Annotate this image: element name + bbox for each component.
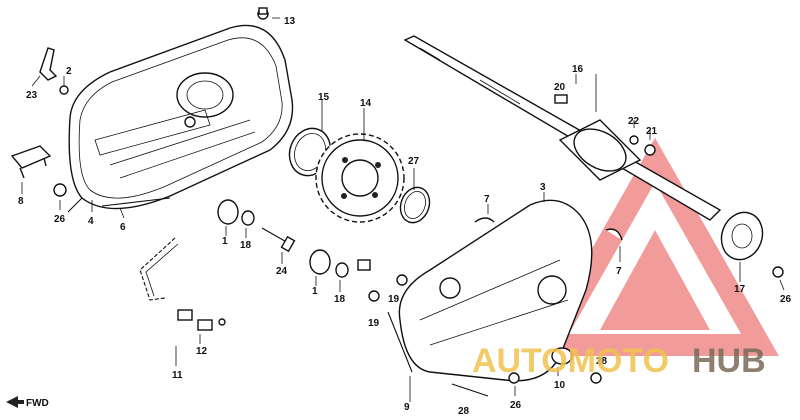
callout-14: 14 xyxy=(360,98,372,109)
nut-21 xyxy=(644,144,656,156)
nut-2 xyxy=(59,85,69,95)
callout-22: 22 xyxy=(628,116,640,127)
watermark-text-b: HUB xyxy=(692,342,766,380)
callout-labels: 13 2 23 8 26 4 6 15 14 27 1 18 24 11 12 … xyxy=(18,16,792,417)
callout-13: 13 xyxy=(284,16,296,27)
callout-1-lower: 1 xyxy=(312,286,318,297)
bushing-1-lower xyxy=(309,249,371,278)
bolt-26-right xyxy=(772,266,784,278)
callout-6: 6 xyxy=(120,222,126,233)
callout-23: 23 xyxy=(26,90,38,101)
fwd-arrow xyxy=(6,396,24,408)
watermark-text: AUTOMOTO HUB xyxy=(472,342,766,380)
chain-case-inner xyxy=(398,199,593,382)
bolt-28 xyxy=(451,383,489,397)
callout-28-bolt: 28 xyxy=(458,406,470,417)
callout-11: 11 xyxy=(172,370,183,381)
callout-12: 12 xyxy=(196,346,208,357)
strip-9 xyxy=(387,311,413,373)
chain-11 xyxy=(139,237,179,301)
ring-27 xyxy=(399,186,431,224)
callout-20: 20 xyxy=(554,82,566,93)
callout-19-upper: 19 xyxy=(388,294,400,305)
mount-8 xyxy=(10,145,52,179)
callout-8: 8 xyxy=(18,196,24,207)
nut-26-left xyxy=(53,183,67,197)
bolt-20 xyxy=(554,94,568,104)
callout-26-bottom: 26 xyxy=(510,400,522,411)
callout-7-upper: 7 xyxy=(484,194,490,205)
fwd-label: FWD xyxy=(26,398,49,409)
callout-27: 27 xyxy=(408,156,420,167)
bolt-13 xyxy=(257,7,269,20)
callout-24: 24 xyxy=(276,266,288,277)
callout-4: 4 xyxy=(88,216,94,227)
callout-3: 3 xyxy=(540,182,546,193)
callout-19-lower: 19 xyxy=(368,318,380,329)
callout-2: 2 xyxy=(66,66,72,77)
bracket-23 xyxy=(39,47,58,81)
callout-28-nut: 28 xyxy=(596,356,608,367)
callout-9: 9 xyxy=(404,402,410,413)
chain-clips-12 xyxy=(177,309,226,331)
callout-15: 15 xyxy=(318,92,330,103)
bushing-1-upper xyxy=(217,199,296,253)
bolts-19 xyxy=(368,274,408,302)
hub-17 xyxy=(720,211,764,261)
callout-26-right: 26 xyxy=(780,294,792,305)
callout-18-upper: 18 xyxy=(240,240,252,251)
nut-28-bottom xyxy=(590,372,602,384)
callout-26-left: 26 xyxy=(54,214,66,225)
callout-16: 16 xyxy=(572,64,584,75)
axle-shaft xyxy=(403,35,722,221)
watermark-logo xyxy=(531,137,779,356)
callout-7-lower: 7 xyxy=(616,266,622,277)
callout-10: 10 xyxy=(554,380,566,391)
clip-7-lower xyxy=(605,228,623,241)
callout-21: 21 xyxy=(646,126,658,137)
watermark-text-a: AUTOMOTO xyxy=(472,342,669,380)
callout-1-upper: 1 xyxy=(222,236,228,247)
sprocket-14 xyxy=(315,133,405,223)
chain-case-outer xyxy=(67,24,294,213)
clip-7-upper xyxy=(474,217,495,223)
washer-22 xyxy=(629,135,639,145)
callout-17-hub: 17 xyxy=(734,284,746,295)
leader-lines xyxy=(21,17,785,402)
callout-18-lower: 18 xyxy=(334,294,346,305)
nut-26-bottom xyxy=(508,372,520,384)
seal-10 xyxy=(551,347,573,365)
strip-6 xyxy=(101,197,171,207)
